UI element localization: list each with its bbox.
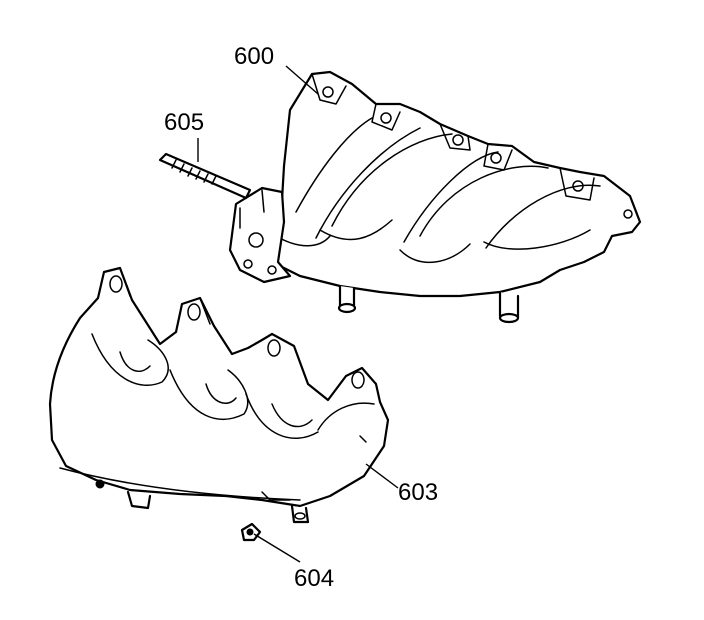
callout-600: 600	[234, 43, 274, 70]
manifold-stud	[158, 152, 252, 200]
heat-shield-bolt	[240, 522, 262, 542]
heat-shield	[48, 266, 390, 524]
leader-603	[365, 463, 399, 489]
exhaust-manifold	[228, 70, 642, 324]
callout-603: 603	[398, 479, 438, 506]
leader-604	[253, 533, 301, 563]
leader-600	[285, 65, 319, 95]
callout-605: 605	[164, 109, 204, 136]
callout-604: 604	[294, 565, 334, 592]
